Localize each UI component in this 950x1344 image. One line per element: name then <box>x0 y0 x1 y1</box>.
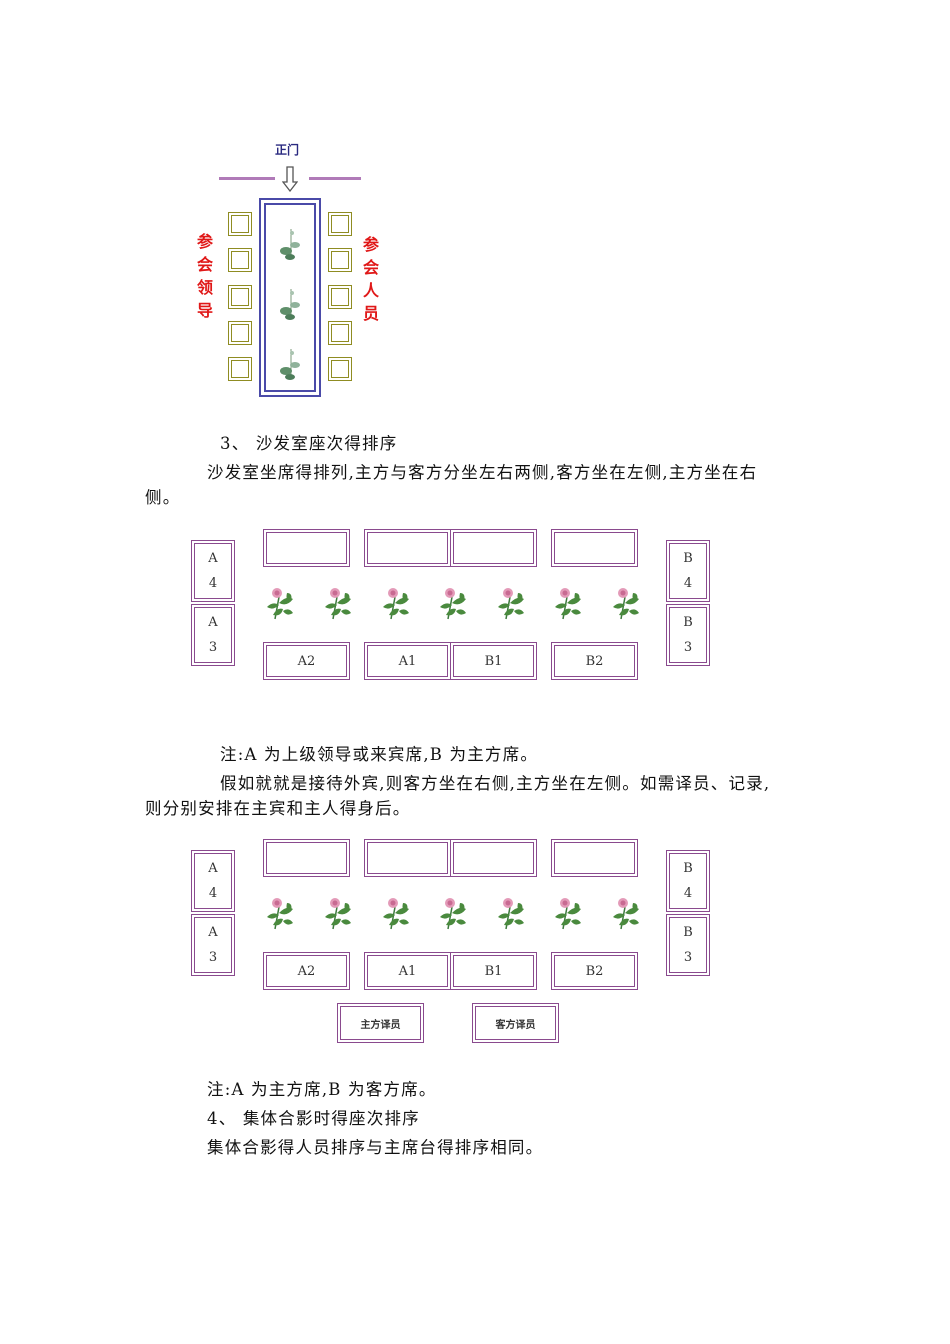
flower-icon <box>551 585 585 625</box>
note-2: 注:A 为主方席,B 为客方席。 <box>207 1080 437 1099</box>
paragraph-line: 假如就就是接待外宾,则客方坐在右侧,主方坐在左侧。如需译员、记录, <box>220 774 771 793</box>
seat-letter: B <box>683 615 693 630</box>
chair <box>228 285 252 309</box>
empty-seat <box>450 529 537 567</box>
paragraph-line: 则分别安排在主宾和主人得身后。 <box>145 799 411 818</box>
sofa-seat-B1: B1 <box>450 642 537 680</box>
flower-icon <box>436 895 470 935</box>
flower-icon <box>551 895 585 935</box>
seat-letter: A <box>208 861 218 876</box>
section-3-heading: 3、 沙发室座次得排序 <box>220 434 398 453</box>
chair <box>328 248 352 272</box>
seat-number: 3 <box>683 950 693 965</box>
attendees-label: 参会人员 <box>362 235 379 323</box>
sofa-seat-B2: B2 <box>551 642 638 680</box>
seat-number: 3 <box>208 640 218 655</box>
empty-seat <box>551 529 638 567</box>
flower-icon <box>263 895 297 935</box>
sofa-seat-A2: A2 <box>263 642 350 680</box>
conference-table <box>259 198 321 397</box>
empty-seat <box>364 529 451 567</box>
chair <box>228 357 252 381</box>
section-4-heading: 4、 集体合影时得座次排序 <box>207 1109 420 1128</box>
flower-icon <box>609 895 643 935</box>
seat-letter: B <box>683 861 693 876</box>
flower-icon <box>436 585 470 625</box>
empty-seat <box>364 839 451 877</box>
seat-number: 3 <box>208 950 218 965</box>
sofa-seat-B1: B1 <box>450 952 537 990</box>
plant-icon <box>278 227 304 267</box>
flower-icon <box>379 895 413 935</box>
flower-icon <box>321 895 355 935</box>
empty-seat <box>263 529 350 567</box>
wall-line-left <box>219 177 275 180</box>
wall-line-right <box>309 177 361 180</box>
flower-icon <box>494 585 528 625</box>
note-1: 注:A 为上级领导或来宾席,B 为主方席。 <box>220 745 539 764</box>
plant-icon <box>278 287 304 327</box>
empty-seat <box>551 839 638 877</box>
seat-letter: A <box>208 925 218 940</box>
seat-number: 4 <box>683 886 693 901</box>
sofa-seat-B2: B2 <box>551 952 638 990</box>
paragraph-line: 集体合影得人员排序与主席台得排序相同。 <box>207 1138 544 1157</box>
seat-letter: A <box>208 551 218 566</box>
seat-number: 4 <box>208 576 218 591</box>
seat-letter: B <box>683 551 693 566</box>
interpreter-seat: 主方译员 <box>337 1003 424 1043</box>
door-label: 正门 <box>275 143 300 157</box>
seat-letter: B <box>683 925 693 940</box>
paragraph-line: 沙发室坐席得排列,主方与客方分坐左右两侧,客方坐在左侧,主方坐在右 <box>207 463 758 482</box>
flower-icon <box>263 585 297 625</box>
interpreter-seat: 客方译员 <box>472 1003 559 1043</box>
seat-letter: A <box>208 615 218 630</box>
flower-icon <box>494 895 528 935</box>
chair <box>228 321 252 345</box>
sofa-seat-A2: A2 <box>263 952 350 990</box>
leaders-label: 参会领导 <box>196 232 213 320</box>
sofa-seat-A1: A1 <box>364 952 451 990</box>
seat-number: 3 <box>683 640 693 655</box>
flower-icon <box>321 585 355 625</box>
empty-seat <box>263 839 350 877</box>
chair <box>228 212 252 236</box>
flower-icon <box>609 585 643 625</box>
chair <box>328 357 352 381</box>
chair <box>228 248 252 272</box>
plant-icon <box>278 347 304 387</box>
chair <box>328 212 352 236</box>
seat-number: 4 <box>683 576 693 591</box>
empty-seat <box>450 839 537 877</box>
chair <box>328 285 352 309</box>
seat-number: 4 <box>208 886 218 901</box>
arrow-down-icon <box>282 166 298 192</box>
chair <box>328 321 352 345</box>
paragraph-line: 侧。 <box>145 488 181 507</box>
flower-icon <box>379 585 413 625</box>
sofa-seat-A1: A1 <box>364 642 451 680</box>
